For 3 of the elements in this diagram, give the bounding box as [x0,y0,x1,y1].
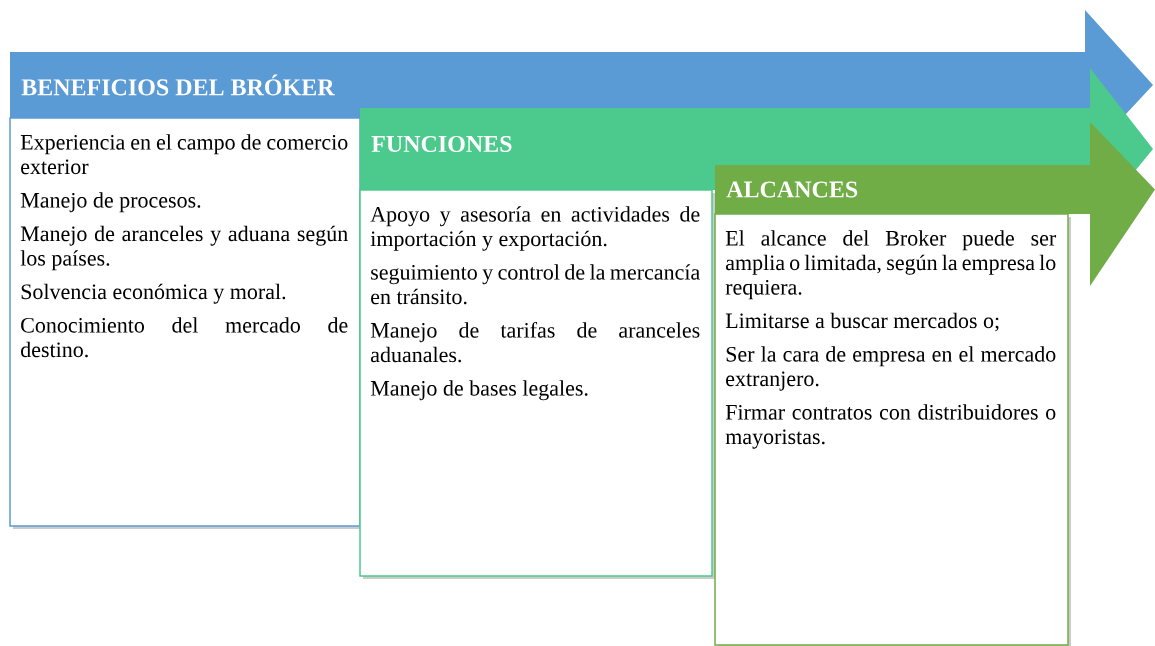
text-box: El alcance del Broker puede ser amplia o limitada, según la empresa lo requiera. Limitarse a buscar mercados o; Ser la cara de empresa en el mercado extranjero. Firmar contratos con distribuidores o mayoristas. [714,213,1071,646]
text-box: Apoyo y asesoría en actividades de importación y exportación. seguimiento y control de la mercancía en tránsito. Manejo de tarifas de aranceles aduanales. Manejo de bases legales. [359,189,715,579]
text-box: Experiencia en el campo de comercio exterior Manejo de procesos. Manejo de aranceles y aduana según los países. Solvencia económica y moral. Conocimiento del mercado de destino. [9,117,363,529]
